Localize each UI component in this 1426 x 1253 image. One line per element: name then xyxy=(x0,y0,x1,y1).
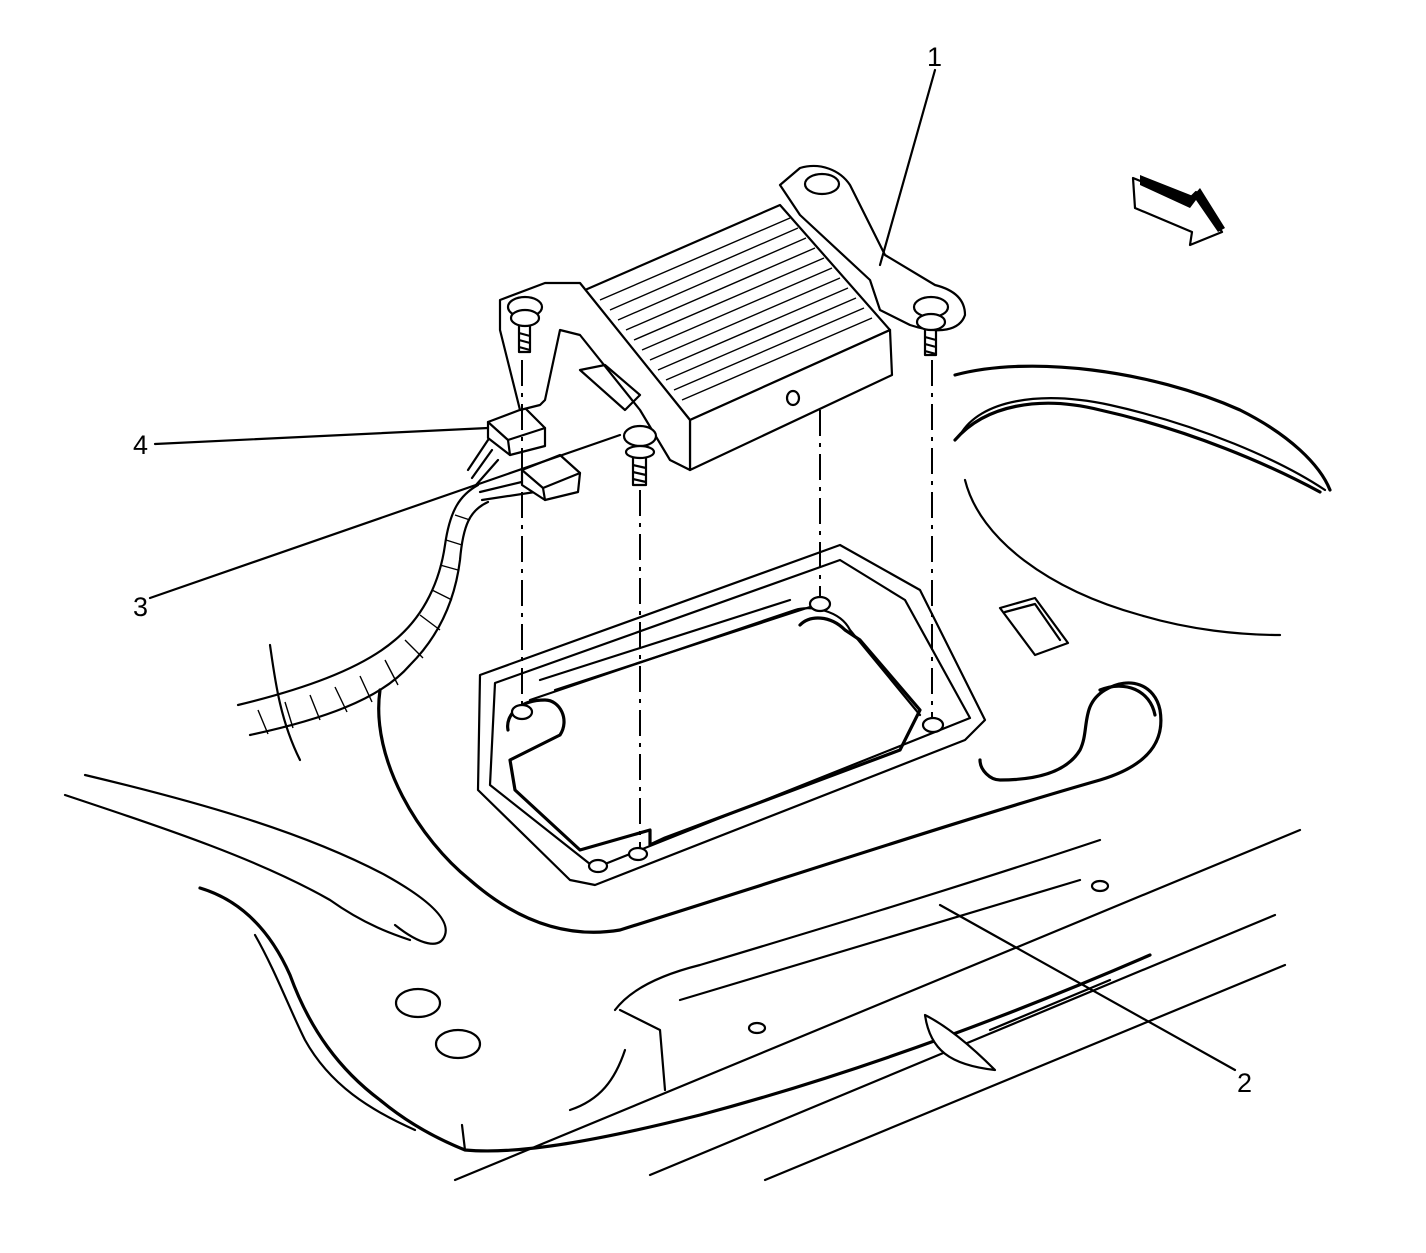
alignment-lines xyxy=(521,360,933,848)
view-direction-arrow-icon xyxy=(1131,175,1225,247)
callout-4: 4 xyxy=(133,430,149,460)
amplifier-module xyxy=(498,164,967,472)
leader-lines xyxy=(148,68,1237,1072)
mounting-recess xyxy=(377,543,1163,934)
floor-panel xyxy=(63,773,1302,1182)
callout-2: 2 xyxy=(1237,1068,1253,1098)
wiring-harness xyxy=(236,438,537,762)
callout-1: 1 xyxy=(927,42,943,72)
screw-rear-right xyxy=(915,312,947,357)
screw-front-right xyxy=(622,424,658,487)
connector-4 xyxy=(486,406,547,457)
screw-front-left xyxy=(509,308,541,354)
callout-3: 3 xyxy=(133,592,149,622)
wheel-well xyxy=(953,364,1332,657)
